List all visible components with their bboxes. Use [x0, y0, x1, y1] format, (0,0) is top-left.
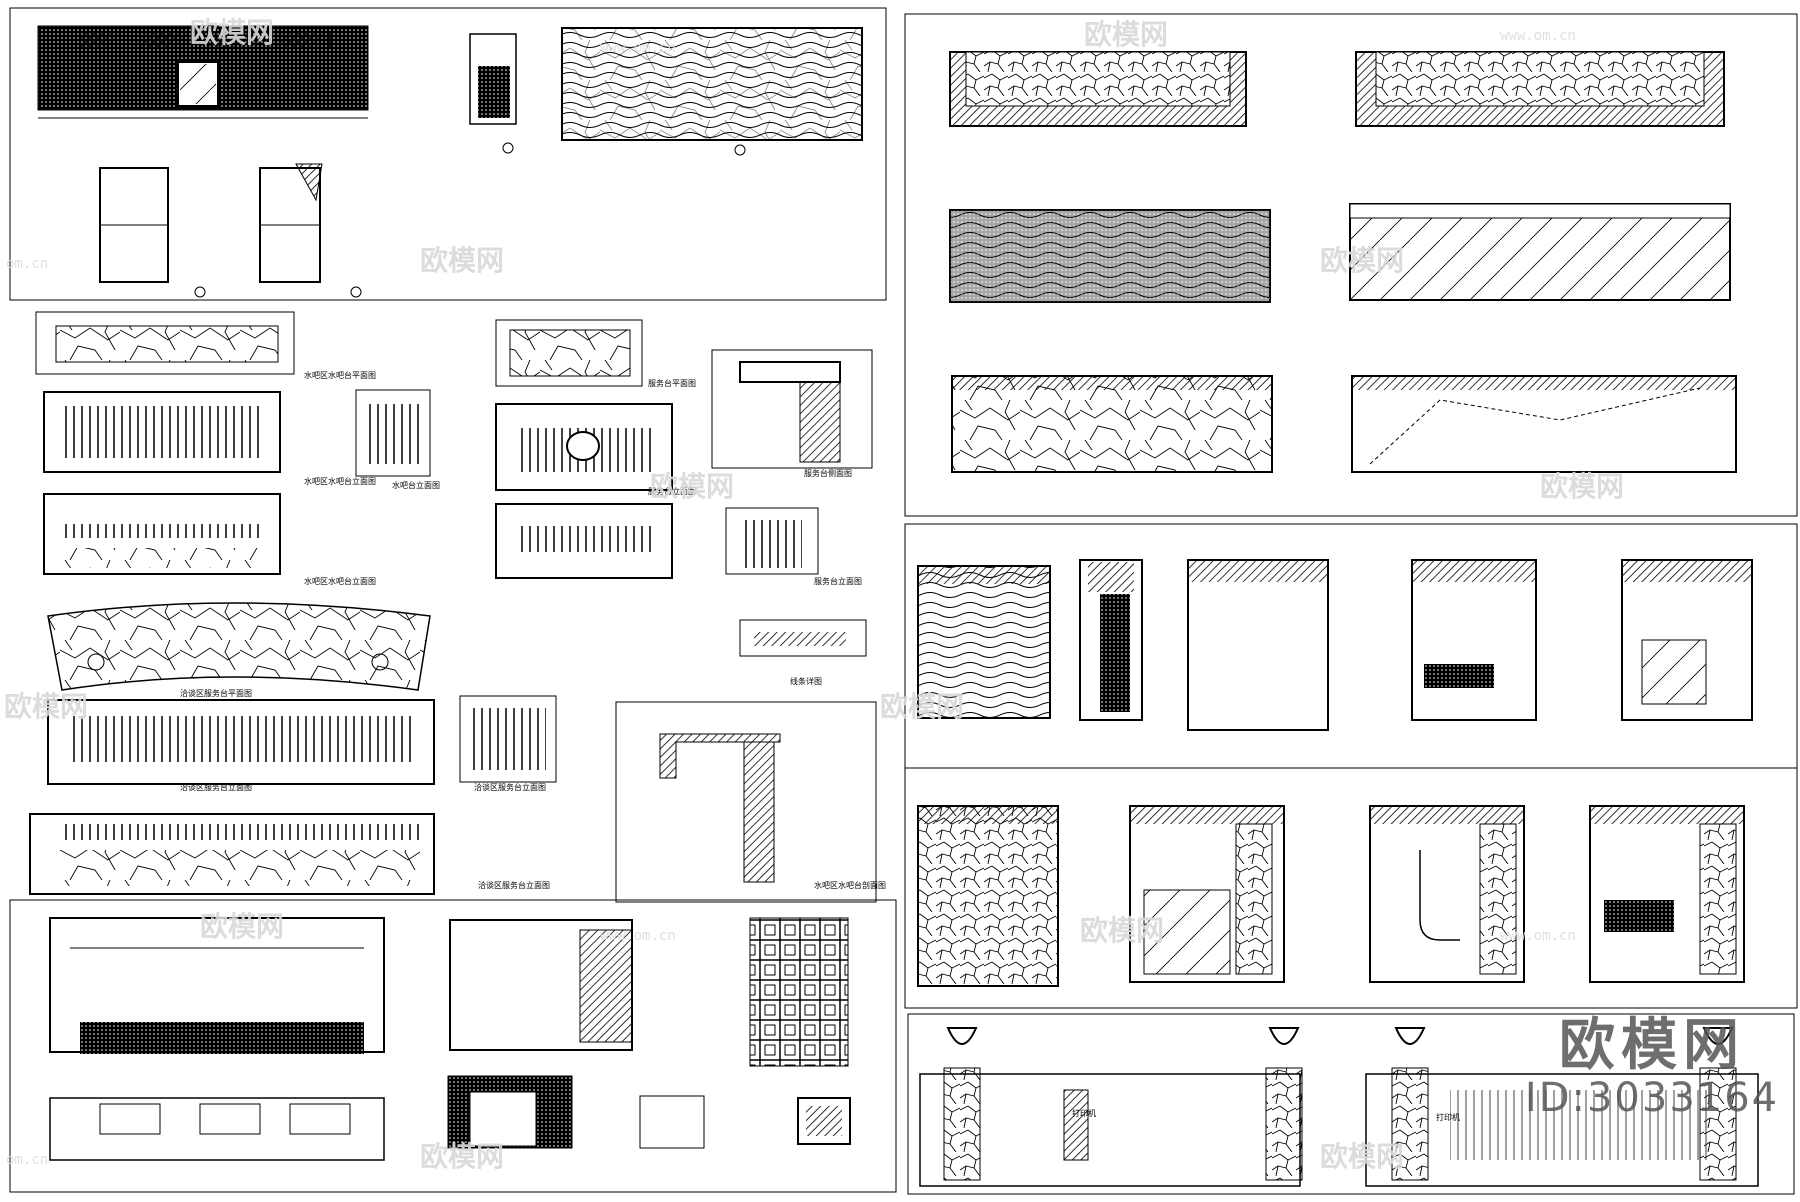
service-desk-drawings: 服务台平面图 服务台立面图 服务台侧面图 服务台立面图 线条详图 [495, 319, 873, 686]
watermark-brand-2: 欧模网 [1084, 18, 1168, 51]
reception-desk-drawings: 洽谈区服务台平面图 洽谈区服务台立面图 洽谈区服务台立面图 洽谈区服务台立面图 … [29, 602, 886, 903]
watermark-site-5: www.om.cn [600, 928, 676, 944]
watermark-brand-5: 欧模网 [650, 470, 734, 503]
bar-front-elevations: 打印机 打印机 [919, 1027, 1759, 1187]
watermark-brand-4: 欧模网 [1320, 244, 1404, 277]
right-lower-sections [917, 805, 1745, 987]
watermark-brand-1: 欧模网 [190, 16, 274, 49]
label-reception-side: 洽谈区服务台立面图 [474, 782, 546, 792]
label-water-bar-plan: 水吧区水吧台平面图 [304, 370, 376, 380]
watermark-brand-7: 欧模网 [4, 690, 88, 723]
right-middle-sections [917, 559, 1753, 731]
watermark-brand-6: 欧模网 [1540, 470, 1624, 503]
watermark-brand-12: 欧模网 [1320, 1140, 1404, 1173]
label-printer-right: 打印机 [1436, 1112, 1460, 1122]
label-water-bar-elevation-2: 水吧区水吧台立面图 [304, 576, 376, 586]
watermark-site-2: om.cn [6, 1152, 48, 1168]
right-top-elevations [949, 51, 1737, 473]
watermark-brand-10: 欧模网 [1080, 914, 1164, 947]
badge-id: ID:3033164 [1524, 1075, 1780, 1121]
label-service-elevation-2: 服务台立面图 [814, 576, 862, 586]
water-bar-drawings: 水吧区水吧台立面图 水吧区水吧台立面图 水吧台立面图 水吧区水吧台平面图 [35, 311, 440, 586]
top-left-elevations [37, 25, 863, 298]
watermark-brand-3: 欧模网 [420, 244, 504, 277]
label-service-plan: 服务台平面图 [648, 378, 696, 388]
bottom-left-drawings [49, 917, 851, 1161]
watermark-brand-9: 欧模网 [200, 910, 284, 943]
label-bar-elevation: 水吧台立面图 [392, 480, 440, 490]
label-reception-elevation: 洽谈区服务台立面图 [180, 782, 252, 792]
label-reception-plan: 洽谈区服务台平面图 [180, 688, 252, 698]
watermark-brand-11: 欧模网 [420, 1140, 504, 1173]
watermark-site-6: www.om.cn [1500, 928, 1576, 944]
label-water-bar-elevation: 水吧区水吧台立面图 [304, 476, 376, 486]
watermark-site-4: www.om.cn [1500, 28, 1576, 44]
watermark-brand-8: 欧模网 [880, 690, 964, 723]
watermark-site-3: www.om.cn [600, 40, 676, 56]
sheet-frames [9, 7, 1798, 1195]
watermark-site-1: om.cn [6, 256, 48, 272]
label-molding-detail: 线条详图 [790, 676, 822, 686]
label-water-bar-section: 水吧区水吧台剖面图 [814, 880, 886, 890]
watermarks: 欧模网 欧模网 欧模网 欧模网 欧模网 欧模网 欧模网 欧模网 欧模网 欧模网 … [4, 16, 1624, 1173]
source-badge: 欧模网 ID:3033164 [1512, 1013, 1792, 1121]
badge-title: 欧模网 [1559, 1013, 1745, 1078]
label-reception-elevation-2: 洽谈区服务台立面图 [478, 880, 550, 890]
label-service-side: 服务台侧面图 [804, 468, 852, 478]
label-service-elevation: 服务台立面图 [648, 486, 696, 496]
label-printer-left: 打印机 [1072, 1108, 1096, 1118]
